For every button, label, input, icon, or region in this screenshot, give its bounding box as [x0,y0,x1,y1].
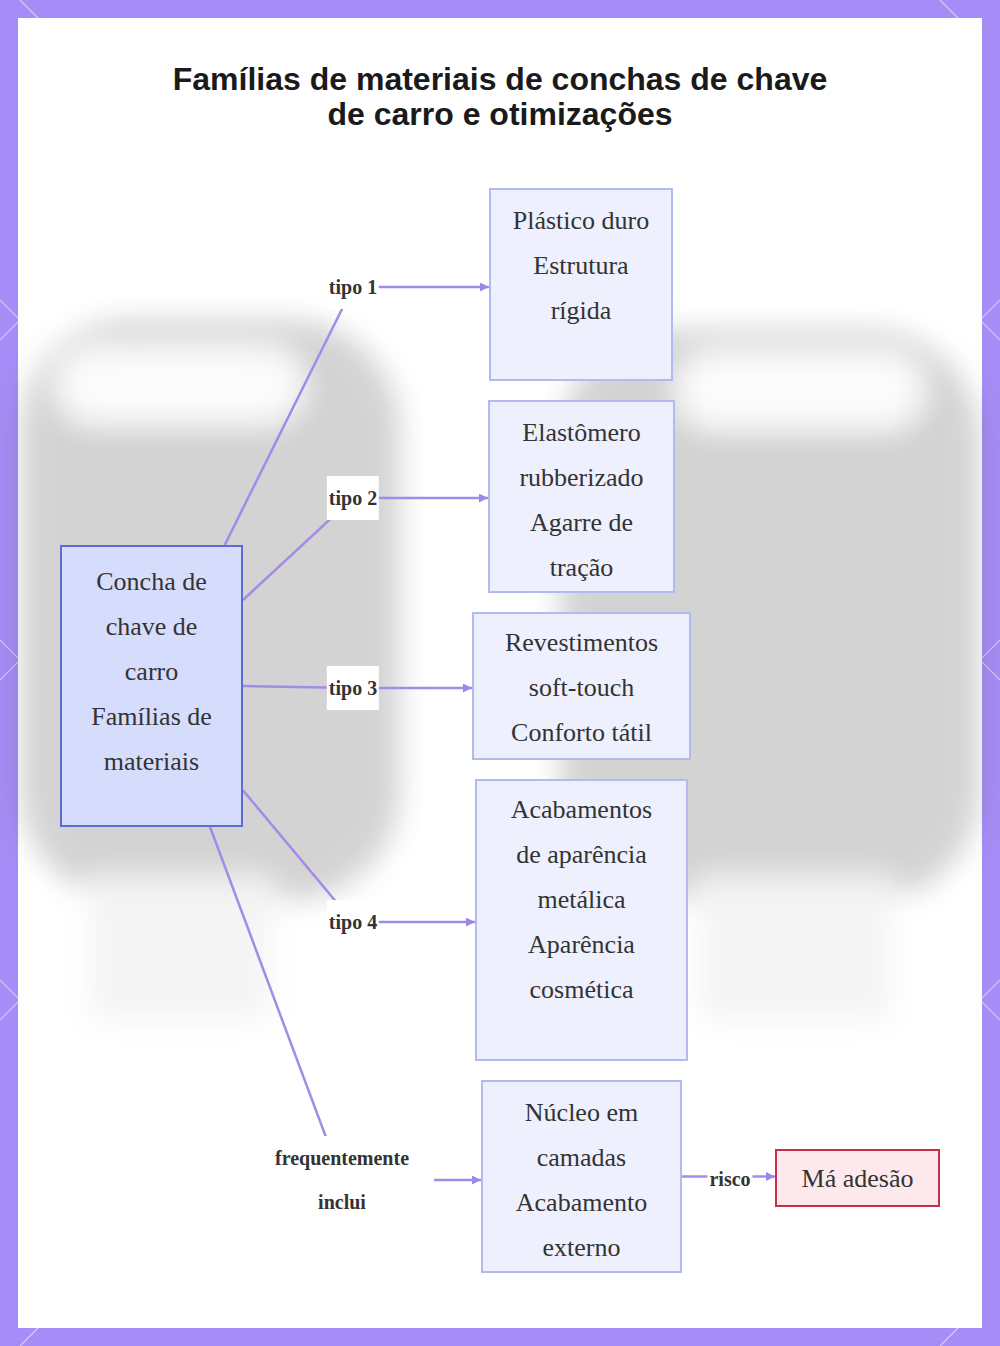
box-text: Aparência cosmética [503,922,660,1012]
box-text: Acabamentos de aparência metálica [503,787,660,922]
box-text: Plástico duro [501,198,661,243]
box-text: Acabamento externo [493,1180,670,1270]
box-text: Núcleo em camadas [493,1090,670,1180]
box-text: Revestimentos soft-touch [484,620,679,710]
box-text: Estrutura rígida [501,243,661,333]
box-text: Elastômero rubberizado [500,410,663,500]
edge-label: risco [707,1157,752,1201]
material-box: Acabamentos de aparência metálicaAparênc… [475,779,688,1061]
material-box: Revestimentos soft-touchConforto tátil [472,612,691,760]
page-canvas [18,18,982,1328]
diagram-title: Famílias de materiais de conchas de chav… [170,62,830,132]
risk-box: Má adesão [775,1149,940,1207]
material-box: Núcleo em camadasAcabamento externo [481,1080,682,1273]
material-box: Elastômero rubberizadoAgarre de tração [488,400,675,593]
box-text: Má adesão [783,1156,932,1201]
edge-label: tipo 2 [327,476,379,520]
connector-arrow [225,287,489,545]
box-text: Conforto tátil [484,710,679,755]
edge-label: tipo 3 [327,666,379,710]
material-box: Plástico duroEstrutura rígida [489,188,673,381]
box-text: Concha de chave de carro [78,559,225,694]
edge-label: tipo 4 [327,900,379,944]
root-box: Concha de chave de carroFamílias de mate… [60,545,243,827]
edge-label: frequentemente inclui [250,1136,434,1224]
box-text: Agarre de tração [500,500,663,590]
box-text: Famílias de materiais [78,694,225,784]
edge-label: tipo 1 [327,265,379,309]
connector-arrow [210,827,481,1180]
